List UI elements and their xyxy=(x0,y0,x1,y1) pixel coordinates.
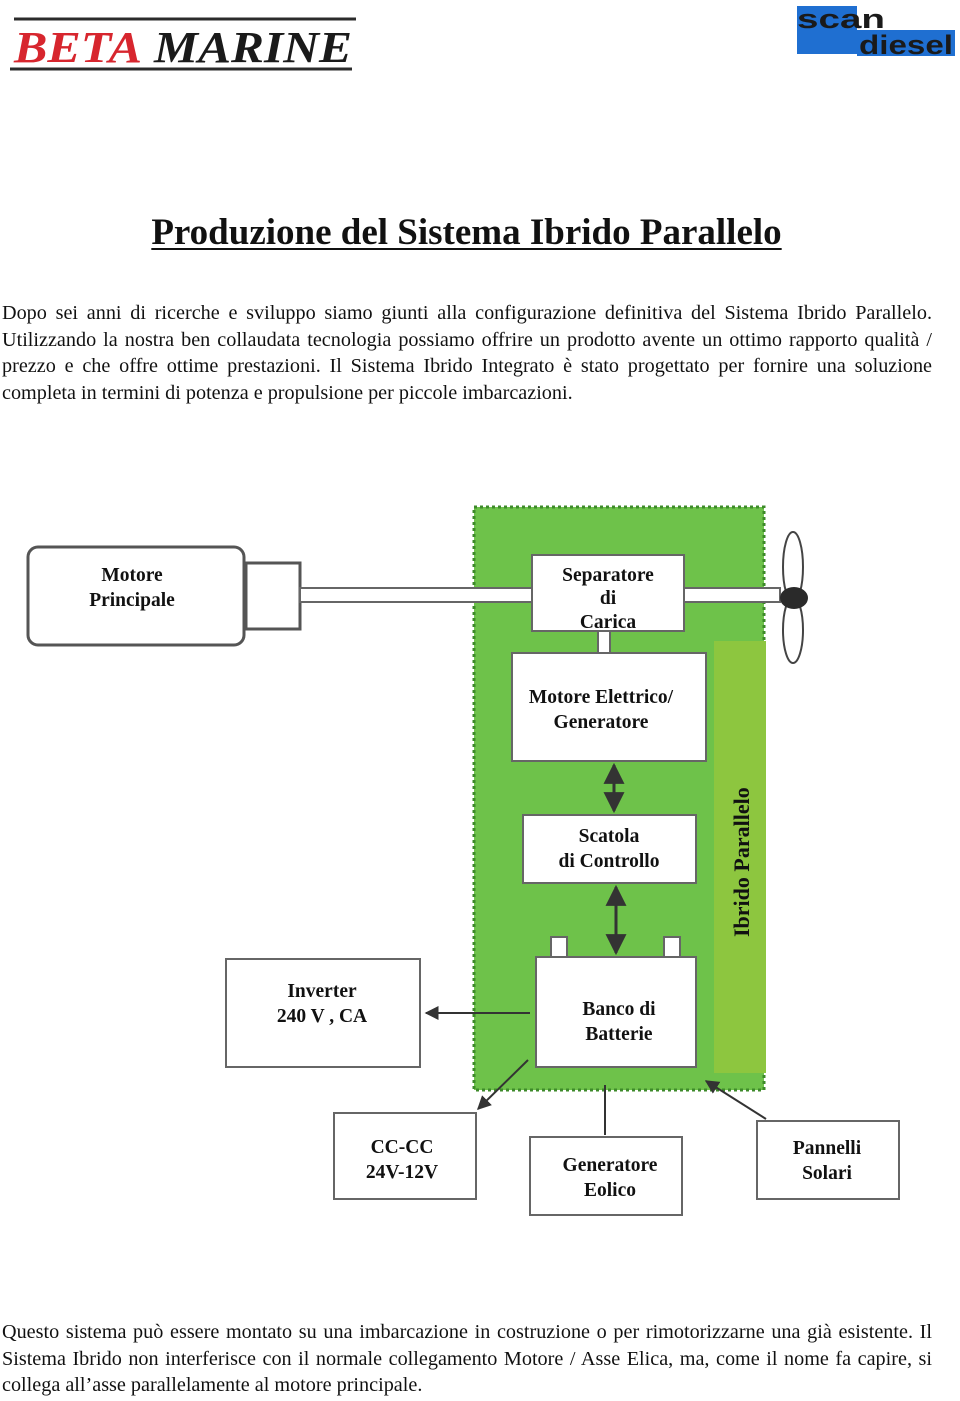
banco-label-1: Banco di xyxy=(582,999,656,1020)
separatore-label-3: Carica xyxy=(580,612,637,633)
separatore-box xyxy=(531,554,685,632)
scan-diesel-logo: scan diesel xyxy=(795,4,957,65)
pannelli-solari-box xyxy=(756,1120,900,1200)
eolico-label-1: Generatore xyxy=(563,1155,658,1176)
motore-elettrico-label-2: Generatore xyxy=(554,712,649,733)
battery-terminal-left xyxy=(550,936,568,958)
propeller-icon xyxy=(780,531,808,664)
page-title: Produzione del Sistema Ibrido Parallelo xyxy=(151,211,782,253)
pannelli-label-1: Pannelli xyxy=(793,1138,862,1159)
inverter-label-2: 240 V , CA xyxy=(277,1006,367,1027)
logo-scan-text: scan xyxy=(797,4,885,34)
logo-diesel-text: diesel xyxy=(859,30,953,60)
scatola-controllo-box xyxy=(522,814,697,884)
motore-elettrico-label-1: Motore Elettrico/ xyxy=(529,687,674,708)
hybrid-side-stripe xyxy=(714,641,766,1073)
scatola-label-2: di Controllo xyxy=(559,851,660,872)
closing-paragraph: Questo sistema può essere montato su una… xyxy=(2,1321,932,1397)
separatore-label-2: di xyxy=(600,588,617,609)
logo-beta-text: BETA xyxy=(13,23,142,72)
scatola-label-1: Scatola xyxy=(579,826,640,847)
generatore-eolico-box xyxy=(529,1136,683,1216)
cc-cc-box xyxy=(333,1112,477,1200)
intro-paragraph: Dopo sei anni di ricerche e sviluppo sia… xyxy=(2,302,932,404)
beta-marine-logo: BETA MARINE xyxy=(10,14,365,79)
inverter-box xyxy=(225,958,421,1068)
pannelli-label-2: Solari xyxy=(802,1163,852,1184)
cc-cc-label-2: 24V-12V xyxy=(366,1162,438,1183)
banco-label-2: Batterie xyxy=(585,1024,652,1045)
inverter-label-1: Inverter xyxy=(287,981,357,1002)
battery-terminal-right xyxy=(663,936,681,958)
banco-batterie-box xyxy=(535,956,697,1068)
motore-principale-label-2: Principale xyxy=(89,590,175,611)
logo-marine-text: MARINE xyxy=(153,23,352,72)
motore-principale-box xyxy=(26,545,246,647)
eolico-label-2: Eolico xyxy=(584,1180,636,1201)
motore-principale-coupling xyxy=(244,561,302,631)
separatore-label-1: Separatore xyxy=(562,565,654,586)
cc-cc-label-1: CC-CC xyxy=(371,1137,434,1158)
motore-principale-label-1: Motore xyxy=(101,565,163,586)
motore-elettrico-box xyxy=(511,652,707,762)
side-label-ibrido-parallelo: Ibrido Parallelo xyxy=(729,787,754,937)
system-diagram: Ibrido Parallelo Motore Principale Separ… xyxy=(0,495,960,1240)
